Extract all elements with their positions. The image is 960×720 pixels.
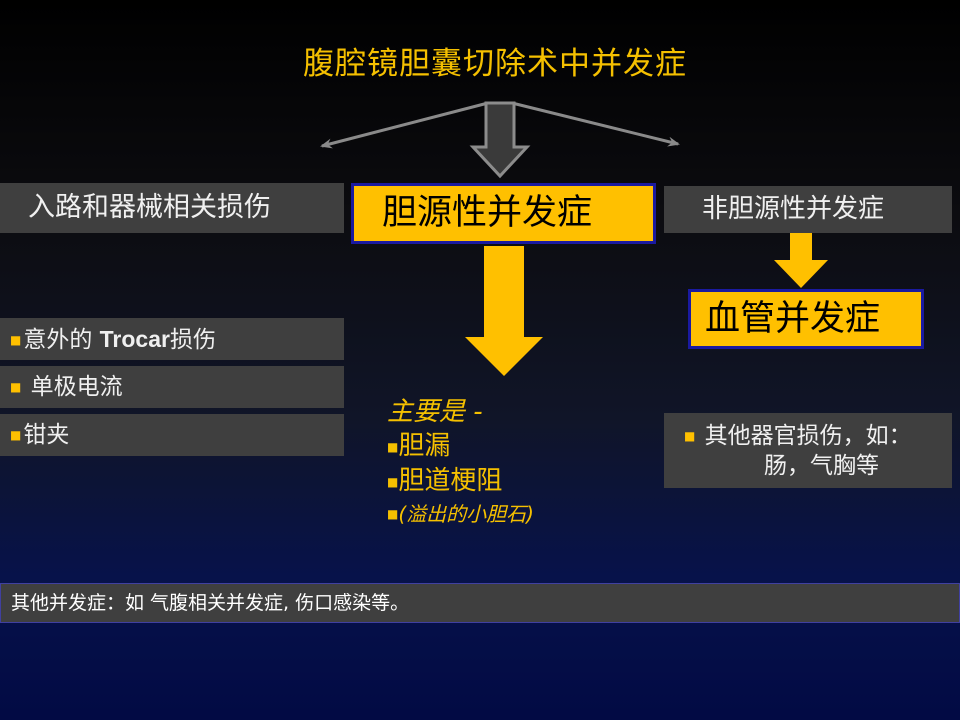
bullet-icon: ■ bbox=[387, 507, 399, 521]
list-item-bile-obstruction: ■胆道梗阻 bbox=[387, 466, 503, 496]
left-thin-arrow bbox=[320, 101, 489, 149]
bullet-icon: ■ bbox=[10, 380, 22, 394]
list-item-bile-leak: ■胆漏 bbox=[387, 431, 451, 461]
right-down-arrow-icon bbox=[774, 233, 828, 288]
bullet-icon: ■ bbox=[684, 429, 696, 443]
other-complications-bar: 其他并发症：如 气腹相关并发症, 伤口感染等。 bbox=[0, 583, 960, 623]
vascular-complication-box: 血管并发症 bbox=[688, 289, 924, 349]
page-title: 腹腔镜胆囊切除术中并发症 bbox=[303, 46, 687, 82]
list-item-clamp: ■钳夹 bbox=[0, 414, 344, 456]
bullet-icon: ■ bbox=[387, 440, 399, 454]
bullet-icon: ■ bbox=[10, 333, 22, 347]
category-non-biliary: 非胆源性并发症 bbox=[664, 186, 952, 233]
biliary-intro: 主要是 - bbox=[387, 397, 483, 427]
list-item-monopolar: ■ 单极电流 bbox=[0, 366, 344, 408]
center-block-arrow-icon bbox=[469, 101, 531, 179]
bullet-icon: ■ bbox=[387, 475, 399, 489]
list-item-stones-note: ■(溢出的小胆石) bbox=[387, 502, 534, 526]
category-biliary: 胆源性并发症 bbox=[351, 183, 656, 244]
right-thin-arrow bbox=[511, 101, 680, 147]
category-access-instrument: 入路和器械相关损伤 bbox=[0, 183, 344, 233]
other-organ-injury-box: ■ 其他器官损伤，如： 肠，气胸等 bbox=[664, 413, 952, 488]
list-item-trocar: ■意外的 Trocar损伤 bbox=[0, 318, 344, 360]
biliary-list: 主要是 - ■胆漏 ■胆道梗阻 ■(溢出的小胆石) bbox=[387, 395, 647, 529]
main-down-arrow-icon bbox=[465, 246, 543, 376]
bullet-icon: ■ bbox=[10, 428, 22, 442]
